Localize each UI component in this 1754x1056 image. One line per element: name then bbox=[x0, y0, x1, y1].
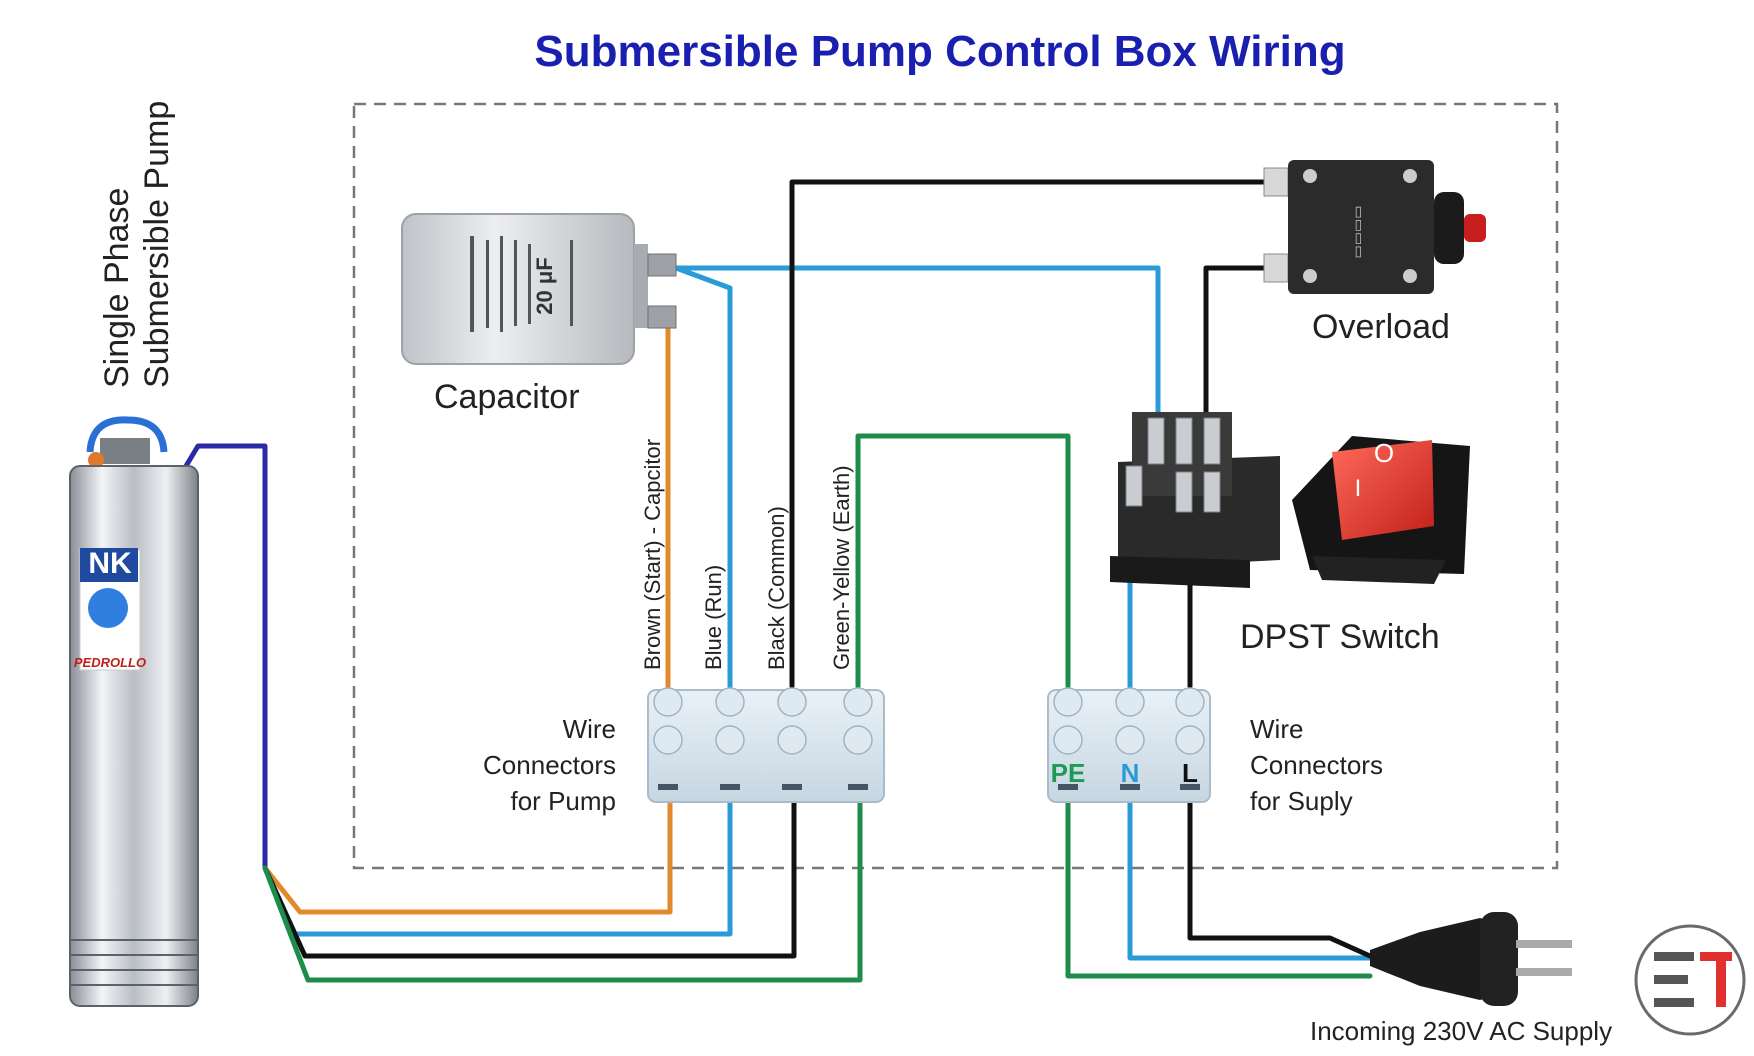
plug-label: Incoming 230V AC Supply bbox=[1310, 1016, 1612, 1046]
submersible-pump bbox=[69, 416, 199, 1007]
switch-on-mark: I bbox=[1355, 475, 1362, 502]
wire-label-brown: Brown (Start) - Capcitor bbox=[640, 439, 665, 670]
supply-connectors-label-2: Connectors bbox=[1250, 750, 1383, 780]
brown-wire-outer bbox=[262, 799, 673, 915]
pump-connectors-label-2: Connectors bbox=[483, 750, 616, 780]
switch-off-mark: O bbox=[1374, 438, 1394, 468]
wire-label-blue: Blue (Run) bbox=[701, 565, 726, 670]
terminal-pe-label: PE bbox=[1051, 758, 1086, 788]
overload-label: Overload bbox=[1312, 308, 1450, 346]
capacitor-label: Capacitor bbox=[434, 378, 580, 416]
pump-connectors-label-1: Wire bbox=[563, 714, 616, 744]
diagram-title: Submersible Pump Control Box Wiring bbox=[534, 27, 1345, 76]
pump-connectors-label-3: for Pump bbox=[511, 786, 617, 816]
pump-label-line1: Single Phase bbox=[98, 188, 136, 388]
terminal-n-label: N bbox=[1121, 758, 1140, 788]
control-box-border bbox=[352, 102, 1559, 870]
l-supply-wire bbox=[1187, 799, 1373, 959]
n-supply-wire bbox=[1127, 799, 1373, 961]
green-wire-earth bbox=[855, 433, 1071, 689]
wire-label-black: Black (Common) bbox=[764, 506, 789, 670]
supply-connectors-label-3: for Suply bbox=[1250, 786, 1353, 816]
dpst-switch-back bbox=[1110, 412, 1280, 588]
terminal-l-label: L bbox=[1182, 758, 1198, 788]
dpst-switch-front bbox=[1292, 436, 1470, 584]
black-wire-common bbox=[789, 179, 1271, 689]
pump-maker-label: PEDROLLO bbox=[74, 655, 146, 670]
brand-logo bbox=[1634, 924, 1746, 1036]
pump-cable bbox=[177, 443, 268, 871]
supply-connector-block bbox=[1047, 687, 1211, 803]
capacitor bbox=[401, 213, 677, 365]
black-wire-overload-switch bbox=[1203, 265, 1271, 419]
green-wire-outer bbox=[262, 799, 863, 983]
pump-label-line2: Submersible Pump bbox=[138, 101, 176, 388]
overload-breaker: ▭▭▭▭ bbox=[1263, 160, 1486, 294]
pump-connector-block bbox=[647, 687, 885, 803]
capacitor-rating: 20 μF bbox=[532, 257, 557, 314]
svg-text:▭▭▭▭: ▭▭▭▭ bbox=[1349, 206, 1365, 259]
power-plug bbox=[1370, 912, 1572, 1006]
pe-supply-wire bbox=[1065, 799, 1373, 979]
pump-brand-label: NK bbox=[88, 547, 132, 580]
black-wire-outer bbox=[262, 799, 797, 959]
wire-label-green: Green-Yellow (Earth) bbox=[829, 465, 854, 670]
switch-label: DPST Switch bbox=[1240, 618, 1440, 656]
blue-wire-run bbox=[673, 265, 1161, 689]
supply-connectors-label-1: Wire bbox=[1250, 714, 1303, 744]
